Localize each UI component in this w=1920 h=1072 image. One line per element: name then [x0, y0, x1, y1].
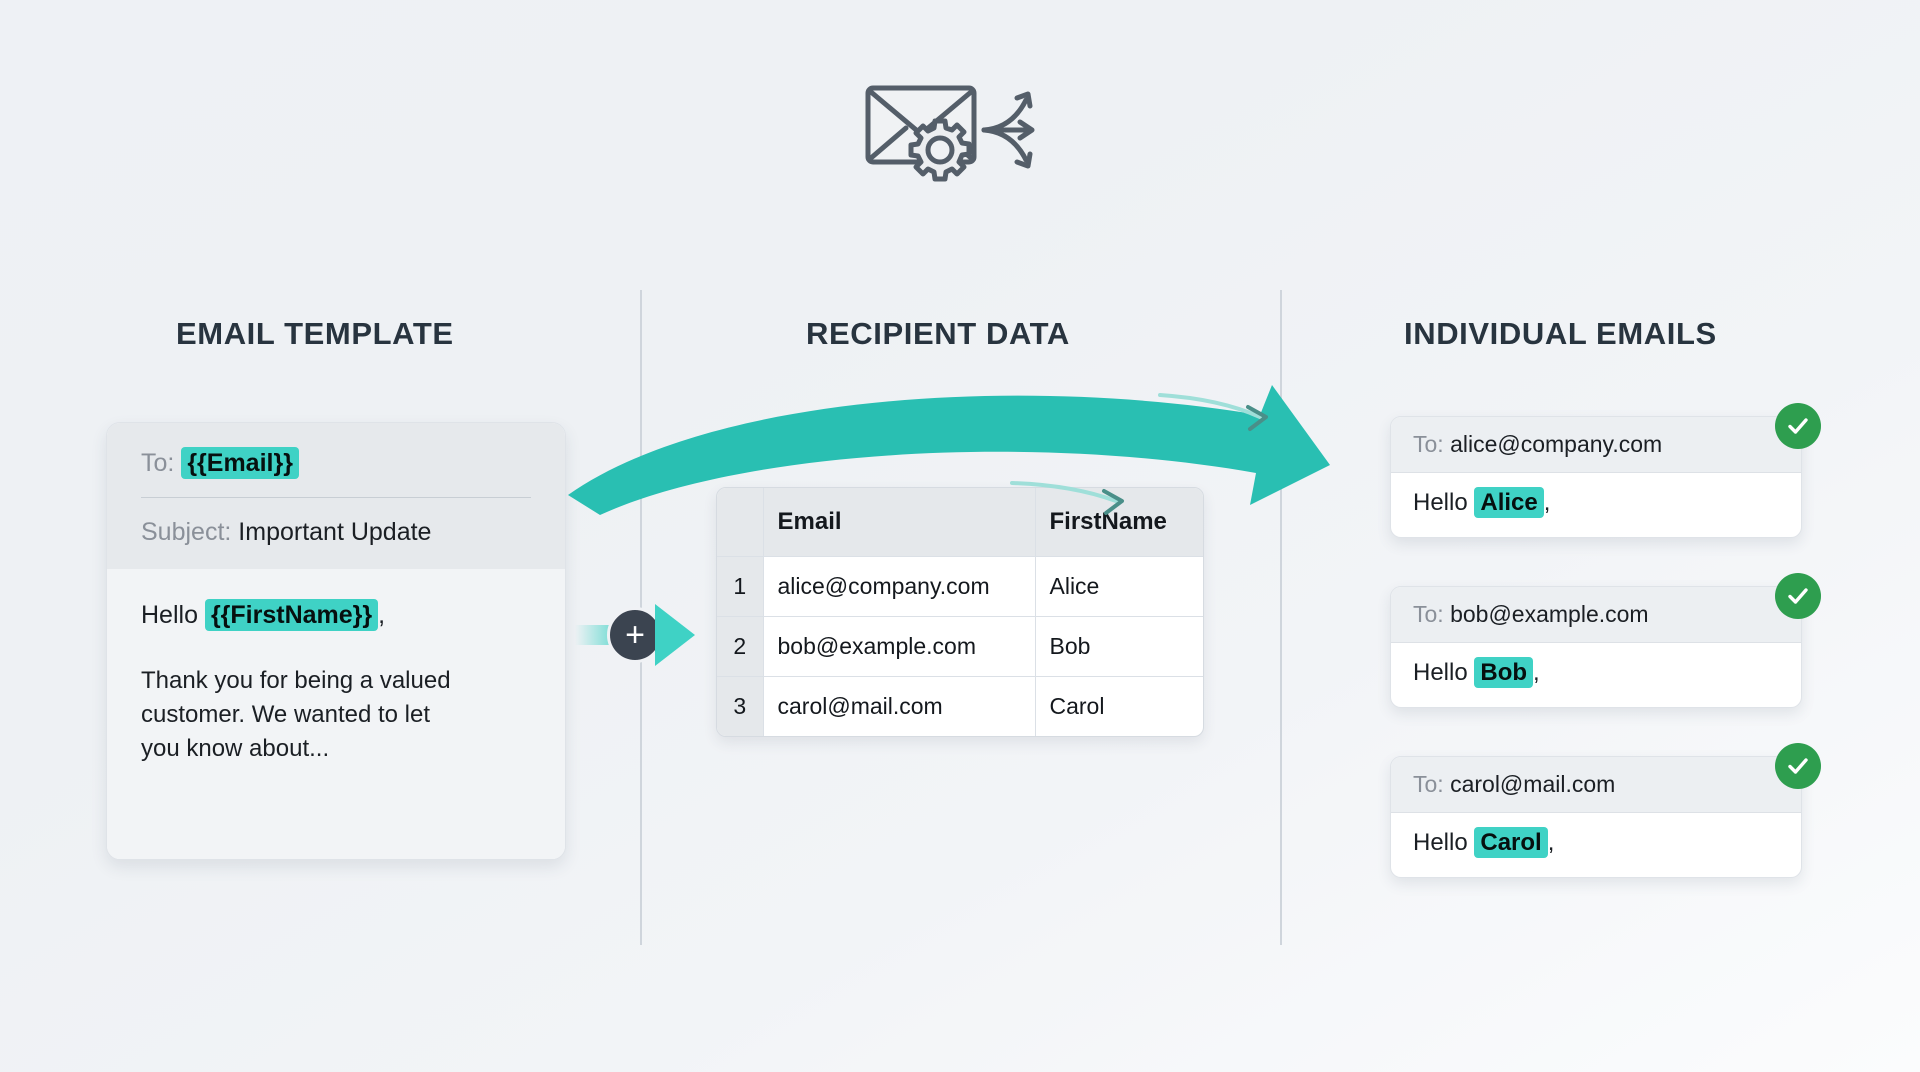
- table-header-email: Email: [763, 488, 1036, 557]
- template-greeting-line: Hello {{FirstName}},: [141, 598, 531, 631]
- email-to-address: carol@mail.com: [1450, 771, 1616, 797]
- email-to-label: To:: [1413, 771, 1444, 797]
- email-card-body: Hello Carol,: [1391, 813, 1801, 877]
- table-row[interactable]: 1 alice@company.com Alice: [717, 556, 1203, 617]
- template-firstname-token: {{FirstName}}: [204, 598, 379, 631]
- column-title-individual-emails: INDIVIDUAL EMAILS: [1404, 316, 1717, 351]
- template-greeting-suffix: ,: [378, 600, 386, 629]
- check-circle-icon: [1775, 743, 1821, 789]
- individual-email-card[interactable]: To: alice@company.com Hello Alice,: [1390, 416, 1802, 538]
- row-email: carol@mail.com: [763, 676, 1036, 736]
- email-template-card[interactable]: To: {{Email}} Subject: Important Update …: [106, 422, 566, 860]
- email-to-address: bob@example.com: [1450, 601, 1649, 627]
- email-card-body: Hello Bob,: [1391, 643, 1801, 707]
- row-index: 2: [717, 616, 764, 677]
- email-greeting-suffix: ,: [1543, 489, 1551, 516]
- table-header-row: Email FirstName: [717, 488, 1203, 557]
- template-subject-value: Important Update: [238, 518, 432, 547]
- row-index: 1: [717, 556, 764, 617]
- table-header-index: [717, 488, 764, 557]
- table-row[interactable]: 3 carol@mail.com Carol: [717, 676, 1203, 736]
- email-greeting-suffix: ,: [1533, 659, 1540, 686]
- email-greeting-suffix: ,: [1547, 829, 1555, 856]
- individual-email-card[interactable]: To: bob@example.com Hello Bob,: [1390, 586, 1802, 708]
- individual-email-card[interactable]: To: carol@mail.com Hello Carol,: [1390, 756, 1802, 878]
- merge-connector: +: [575, 596, 695, 674]
- row-firstname: Carol: [1049, 693, 1105, 719]
- email-card-header: To: carol@mail.com: [1391, 757, 1801, 813]
- template-to-label: To:: [141, 449, 175, 477]
- email-merged-name: Carol: [1474, 827, 1548, 858]
- template-greeting-prefix: Hello: [141, 600, 198, 629]
- row-email: alice@company.com: [763, 556, 1036, 617]
- envelope-gear-distribute-icon: [860, 70, 1060, 190]
- row-firstname: Alice: [1035, 556, 1203, 617]
- row-firstname: Bob: [1035, 616, 1203, 677]
- email-card-header: To: bob@example.com: [1391, 587, 1801, 643]
- email-card-header: To: alice@company.com: [1391, 417, 1801, 473]
- column-title-email-template: EMAIL TEMPLATE: [176, 316, 454, 351]
- email-template-header: To: {{Email}} Subject: Important Update: [107, 423, 565, 569]
- template-divider: [141, 497, 531, 499]
- row-email: bob@example.com: [763, 616, 1036, 677]
- email-to-address: alice@company.com: [1450, 431, 1663, 457]
- column-title-recipient-data: RECIPIENT DATA: [806, 316, 1070, 351]
- check-circle-icon: [1775, 403, 1821, 449]
- email-greeting-prefix: Hello: [1413, 659, 1468, 686]
- template-subject-label: Subject:: [141, 518, 232, 547]
- template-subject-row: Subject: Important Update: [141, 514, 531, 550]
- column-divider-right: [1280, 290, 1282, 945]
- recipient-data-table[interactable]: Email FirstName 1 alice@company.com Alic…: [716, 487, 1204, 737]
- email-greeting-prefix: Hello: [1413, 489, 1468, 516]
- email-merged-name: Alice: [1474, 487, 1544, 518]
- email-to-label: To:: [1413, 601, 1444, 627]
- email-to-label: To:: [1413, 431, 1444, 457]
- email-greeting-prefix: Hello: [1413, 829, 1468, 856]
- email-template-body: Hello {{FirstName}}, Thank you for being…: [107, 568, 565, 859]
- template-to-token: {{Email}}: [181, 447, 299, 479]
- template-body-paragraph: Thank you for being a valued customer. W…: [141, 666, 451, 762]
- table-row[interactable]: 2 bob@example.com Bob: [717, 616, 1203, 677]
- email-card-body: Hello Alice,: [1391, 473, 1801, 537]
- table-header-firstname: FirstName: [1035, 488, 1203, 557]
- check-circle-icon: [1775, 573, 1821, 619]
- email-merged-name: Bob: [1474, 657, 1534, 688]
- template-to-row: To: {{Email}}: [141, 445, 531, 481]
- merge-arrow-icon: [655, 604, 695, 666]
- row-index: 3: [717, 676, 764, 736]
